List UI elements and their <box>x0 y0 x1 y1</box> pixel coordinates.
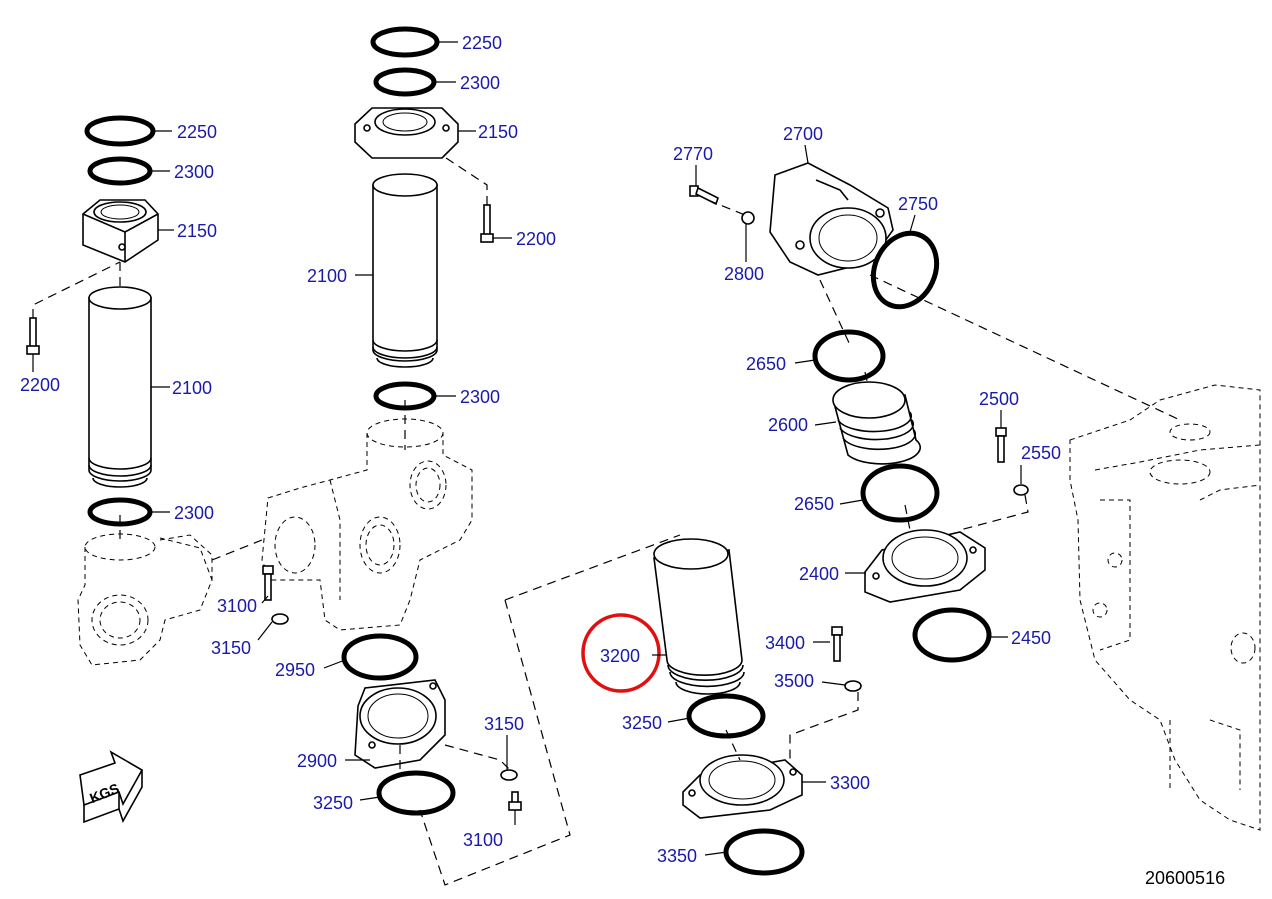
label-3150-upper: 3150 <box>211 638 251 658</box>
label-2500: 2500 <box>979 389 1019 409</box>
part-labels: 2250 2300 2150 2200 2100 2300 2250 2300 … <box>20 33 1225 888</box>
ghost-housing-left <box>77 533 213 666</box>
label-2600: 2600 <box>768 415 808 435</box>
label-2770: 2770 <box>673 144 713 164</box>
bolt-2770 <box>689 185 719 206</box>
ghost-engine-block <box>1069 384 1261 831</box>
label-2300-center-top: 2300 <box>460 73 500 93</box>
label-2300-center-bottom: 2300 <box>460 387 500 407</box>
label-3400: 3400 <box>765 633 805 653</box>
flange-2900 <box>354 679 446 769</box>
label-2950: 2950 <box>275 660 315 680</box>
pipe-group-3200 <box>581 538 862 876</box>
label-3100-upper: 3100 <box>217 596 257 616</box>
o-ring-2650-lower <box>860 463 940 523</box>
label-2800: 2800 <box>724 264 764 284</box>
washer-2550 <box>1013 484 1029 496</box>
label-3500: 3500 <box>774 671 814 691</box>
label-3150-lower: 3150 <box>484 714 524 734</box>
ghost-housing-center <box>261 418 473 631</box>
kgs-direction-arrow: KGS <box>79 750 144 824</box>
elbow-group-2700 <box>689 162 1261 831</box>
label-2650-lower: 2650 <box>794 494 834 514</box>
o-ring-2950 <box>341 633 419 681</box>
washer-3150-upper <box>271 613 289 625</box>
flange-2150-center <box>354 107 459 159</box>
bolt-2500 <box>995 427 1007 463</box>
o-ring-3250-left <box>376 770 456 816</box>
label-2100-center: 2100 <box>307 266 347 286</box>
o-ring-2450 <box>912 607 992 663</box>
bolt-2200-left <box>26 317 40 355</box>
sleeve-2600 <box>832 381 921 465</box>
washer-2800 <box>741 211 755 225</box>
label-2400: 2400 <box>799 564 839 584</box>
o-ring-3250-right <box>686 693 766 739</box>
label-2250-left: 2250 <box>177 122 217 142</box>
flange-3300 <box>682 754 803 819</box>
label-2200-center: 2200 <box>516 229 556 249</box>
o-ring-2250-left <box>84 115 156 147</box>
bolt-3100-upper <box>262 565 274 601</box>
label-2250-center: 2250 <box>462 33 502 53</box>
flange-2400 <box>864 529 986 603</box>
elbow-2700 <box>769 162 894 276</box>
flange-group-2900 <box>262 565 522 816</box>
o-ring-3350 <box>723 828 805 876</box>
label-3250-left: 3250 <box>313 793 353 813</box>
label-2150-center: 2150 <box>478 122 518 142</box>
center-pipe-assembly <box>119 26 494 631</box>
tube-2100-center <box>372 173 438 368</box>
document-number: 20600516 <box>1145 868 1225 888</box>
label-2750: 2750 <box>898 194 938 214</box>
label-2650-upper: 2650 <box>746 354 786 374</box>
label-2150-left: 2150 <box>177 221 217 241</box>
flange-2150-left <box>82 199 159 263</box>
label-2100-left: 2100 <box>172 378 212 398</box>
o-ring-2750 <box>870 230 940 310</box>
bolt-3100-lower <box>508 791 522 811</box>
label-2300-left-top: 2300 <box>174 162 214 182</box>
label-2700: 2700 <box>783 124 823 144</box>
label-2450: 2450 <box>1011 628 1051 648</box>
o-ring-2250-center <box>370 26 440 58</box>
label-2300-left-bottom: 2300 <box>174 503 214 523</box>
leader-lines <box>32 41 1022 856</box>
washer-3500 <box>844 680 862 692</box>
highlight-circle-3200 <box>581 613 661 693</box>
o-ring-2300-left-top <box>87 156 153 186</box>
label-3250-right: 3250 <box>622 713 662 733</box>
bolt-3400 <box>831 626 843 662</box>
dashed-boundary-3200 <box>419 534 681 886</box>
o-ring-2300-center-top <box>373 67 437 97</box>
tube-2100-left <box>88 286 152 488</box>
label-3100-lower: 3100 <box>463 830 503 850</box>
label-3200: 3200 <box>600 646 640 666</box>
washer-3150-lower <box>500 769 518 781</box>
pipe-3200 <box>653 538 745 695</box>
label-2900: 2900 <box>297 751 337 771</box>
bolt-2200-center <box>480 204 494 243</box>
label-3350: 3350 <box>657 846 697 866</box>
o-ring-2650-upper <box>812 329 886 383</box>
label-2550: 2550 <box>1021 443 1061 463</box>
label-3300: 3300 <box>830 773 870 793</box>
label-2200-left: 2200 <box>20 375 60 395</box>
